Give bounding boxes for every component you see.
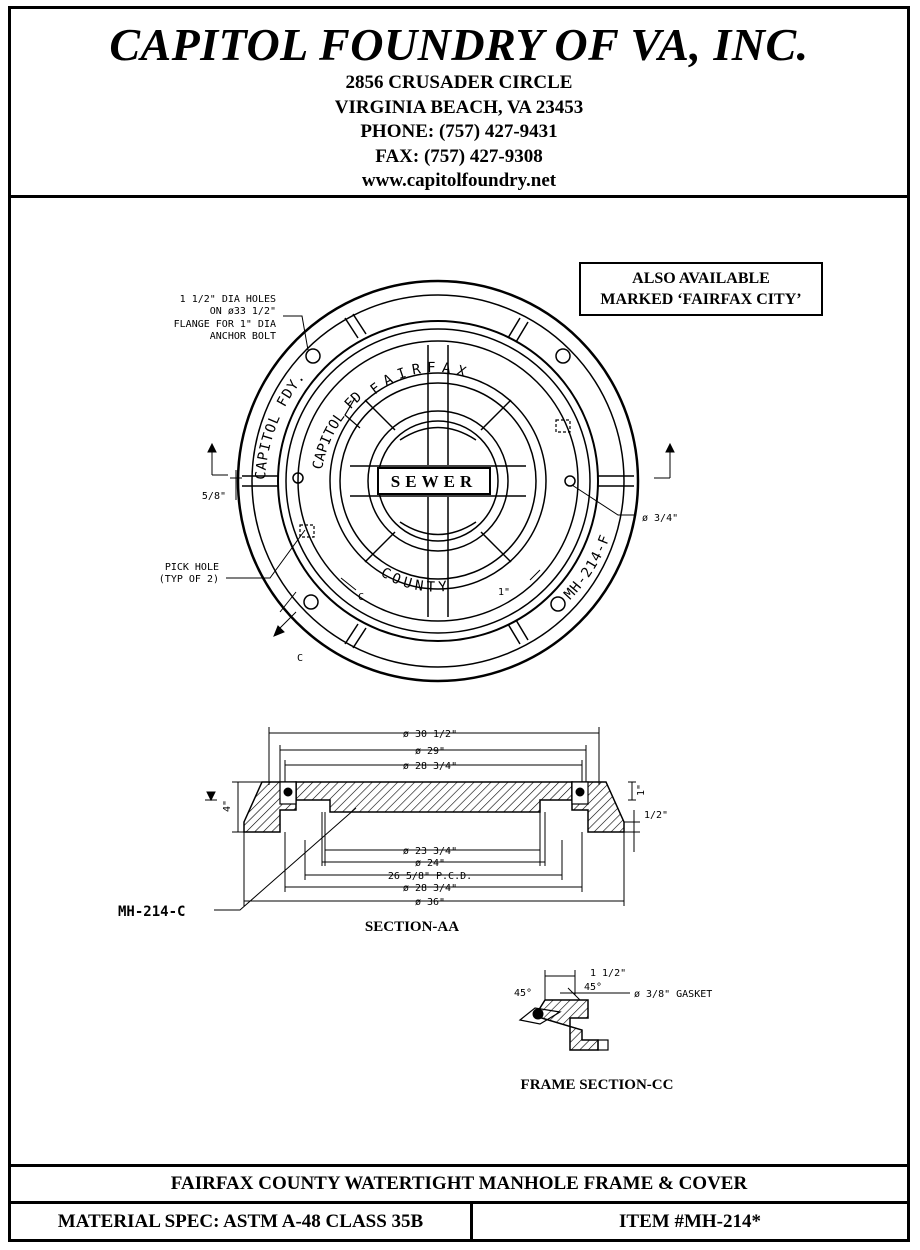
dim-3-4: ø 3/4" [642,513,678,524]
pick-hole [299,524,315,538]
plan-view-callouts [207,315,675,637]
holes-note-1: 1 1/2" DIA HOLES [180,294,276,305]
frame-ribs [242,313,634,649]
plan-view-text: FAIRFAX COUNTY CAPITOL FDY. CAPITOL FDY.… [0,0,613,603]
phone: PHONE: (757) 427-9431 [360,121,558,142]
note-line-1: ALSO AVAILABLE [632,270,770,287]
frame-inner-ring [277,320,599,642]
pick-hole [555,419,571,433]
section-mark-c-inner: C [358,592,364,603]
frame-outer-ring [236,279,640,683]
anchor-hole [305,348,321,364]
anchor-hole [550,596,566,612]
holes-note-4: ANCHOR BOLT [210,331,276,342]
dim-1-1-2: 1 1/2" [590,968,626,979]
cover-outer-ring [285,328,591,634]
dim-30-1-2: ø 30 1/2" [403,729,457,740]
also-available-note: ALSO AVAILABLE MARKED ‘FAIRFAX CITY’ [579,262,823,316]
sewer-plate [377,467,491,495]
dim-23-3-4: ø 23 3/4" [403,846,457,857]
holes-note-2: ON ø33 1/2" [210,306,276,317]
holes-note-3: FLANGE FOR 1" DIA [174,319,276,330]
gasket-note: ø 3/8" GASKET [634,989,712,1000]
anchor-hole [555,348,571,364]
section-cc [518,970,630,1051]
website-link[interactable]: www.capitolfoundry.net [361,170,557,191]
section-cc-labels: 1 1/2" 45° 45° ø 3/8" GASKET FRAME SECTI… [514,968,712,1093]
height-4: 4" [222,800,233,812]
drawing-title: FAIRFAX COUNTY WATERTIGHT MANHOLE FRAME … [8,1164,910,1204]
dim-36: ø 36" [415,897,445,908]
cover-bottom-text: COUNTY [378,565,452,596]
dim-28-3-4-bottom: ø 28 3/4" [403,883,457,894]
cover-left-text: CAPITOL FDY. [0,0,365,471]
plan-view [236,279,640,683]
dim-5-8: 5/8" [202,491,226,502]
material-spec: MATERIAL SPEC: ASTM A-48 CLASS 35B [8,1201,473,1242]
item-number: ITEM #MH-214* [470,1201,910,1242]
fax: FAX: (757) 427-9308 [375,145,543,167]
cover-center-text: SEWER [391,472,477,491]
address-line-1: 2856 CRUSADER CIRCLE [345,72,573,93]
angle-45-right: 45° [584,982,602,993]
anchor-hole [303,594,319,610]
cover-label: MH-214-C [118,904,185,920]
dim-29: ø 29" [415,746,445,757]
dim-28-3-4-top: ø 28 3/4" [403,761,457,772]
dim-24: ø 24" [415,858,445,869]
angle-45-left: 45° [514,988,532,999]
address-line-2: VIRGINIA BEACH, VA 23453 [334,96,584,118]
pick-hole-note-1: PICK HOLE [165,562,219,573]
title-block-header: CAPITOL FOUNDRY OF VA, INC. 2856 CRUSADE… [8,6,910,198]
plan-view-labels: 1 1/2" DIA HOLES ON ø33 1/2" FLANGE FOR … [159,294,678,664]
section-aa-labels: ø 30 1/2" ø 29" ø 28 3/4" ø 23 3/4" ø 24… [118,729,668,935]
cover-grid [350,345,526,617]
section-mark-c-outer: C [297,653,303,664]
company-name: CAPITOL FOUNDRY OF VA, INC. [109,19,809,70]
dim-1-inch: 1" [498,587,510,598]
dim-half: 1/2" [644,810,668,821]
dim-pcd: 26 5/8" P.C.D. [388,871,472,882]
note-line-2: MARKED ‘FAIRFAX CITY’ [600,291,802,308]
cover-top-text: FAIRFAX [367,360,473,398]
section-cc-title: FRAME SECTION-CC [521,1077,674,1093]
pick-hole-note-2: (TYP OF 2) [159,574,219,585]
section-aa [205,727,640,911]
section-aa-title: SECTION-AA [365,919,459,935]
height-1: 1" [636,784,647,796]
